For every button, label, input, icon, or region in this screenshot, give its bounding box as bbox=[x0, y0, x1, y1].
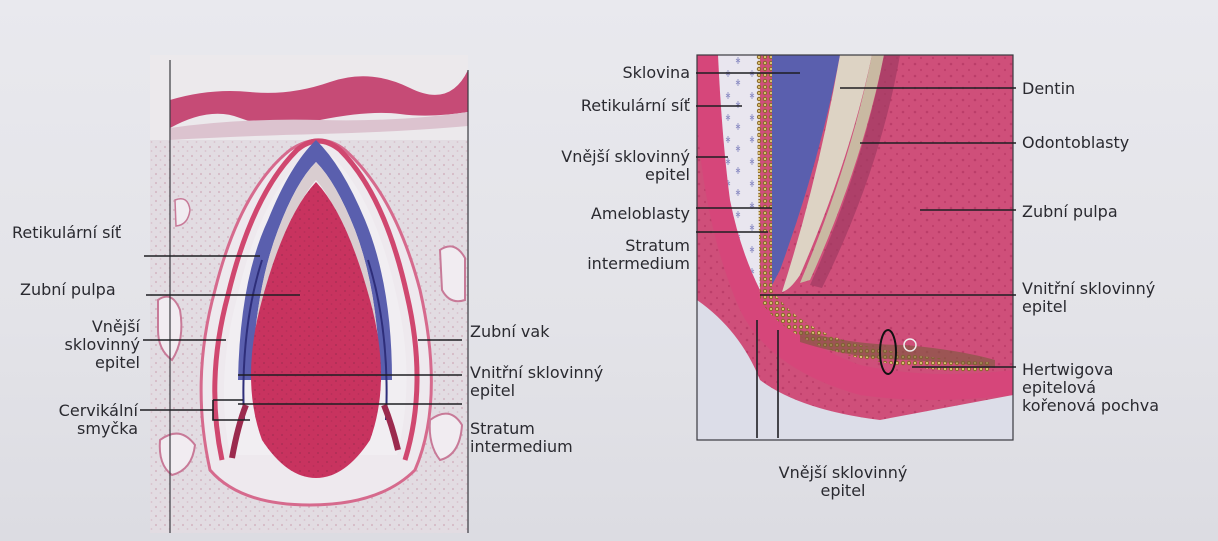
label-right-vnitrni-sklovinny-epitel: Vnitřní sklovinný epitel bbox=[1022, 280, 1155, 316]
label-left-zubni-vak: Zubní vak bbox=[470, 323, 549, 341]
label-left-cervikalni-smycka: Cervikální smyčka bbox=[20, 402, 138, 438]
label-line: Hertwigova bbox=[1022, 361, 1159, 379]
label-line: intermedium bbox=[520, 255, 690, 273]
label-right-odontoblasty: Odontoblasty bbox=[1022, 134, 1129, 152]
left-histology-section bbox=[150, 55, 468, 533]
label-right-hertwigova-pochva: Hertwigova epitelová kořenová pochva bbox=[1022, 361, 1159, 415]
label-line: smyčka bbox=[20, 420, 138, 438]
label-line: intermedium bbox=[470, 438, 573, 456]
label-right-dentin: Dentin bbox=[1022, 80, 1075, 98]
label-right-zubni-pulpa: Zubní pulpa bbox=[1022, 203, 1118, 221]
label-line: sklovinný bbox=[30, 336, 140, 354]
label-line: epitel bbox=[30, 354, 140, 372]
label-left-zubni-pulpa: Zubní pulpa bbox=[20, 281, 116, 299]
label-line: epitel bbox=[748, 482, 938, 500]
label-line: epitel bbox=[520, 166, 690, 184]
label-left-stratum-intermedium: Stratum intermedium bbox=[470, 420, 573, 456]
label-line: Cervikální bbox=[20, 402, 138, 420]
label-line: Vnitřní sklovinný bbox=[1022, 280, 1155, 298]
label-right-vnejsi-sklovinny-epitel-bottom: Vnější sklovinný epitel bbox=[748, 464, 938, 500]
label-line: Stratum bbox=[470, 420, 573, 438]
label-line: epitel bbox=[1022, 298, 1155, 316]
right-histology-section bbox=[697, 55, 1013, 440]
label-right-retikularni-sit: Retikulární síť bbox=[520, 97, 690, 115]
label-line: Vnější sklovinný bbox=[748, 464, 938, 482]
label-line: kořenová pochva bbox=[1022, 397, 1159, 415]
label-line: epitel bbox=[470, 382, 603, 400]
label-left-vnitrni-sklovinny-epitel: Vnitřní sklovinný epitel bbox=[470, 364, 603, 400]
label-line: epitelová bbox=[1022, 379, 1159, 397]
label-right-sklovina: Sklovina bbox=[520, 64, 690, 82]
label-right-stratum-intermedium: Stratum intermedium bbox=[520, 237, 690, 273]
label-line: Vnější bbox=[30, 318, 140, 336]
label-line: Vnější sklovinný bbox=[520, 148, 690, 166]
label-line: Vnitřní sklovinný bbox=[470, 364, 603, 382]
label-left-retikularni-sit: Retikulární síť bbox=[12, 224, 121, 242]
label-right-ameloblasty: Ameloblasty bbox=[520, 205, 690, 223]
label-right-vnejsi-sklovinny-epitel: Vnější sklovinný epitel bbox=[520, 148, 690, 184]
label-line: Stratum bbox=[520, 237, 690, 255]
label-left-vnejsi-sklovinny-epitel: Vnější sklovinný epitel bbox=[30, 318, 140, 372]
